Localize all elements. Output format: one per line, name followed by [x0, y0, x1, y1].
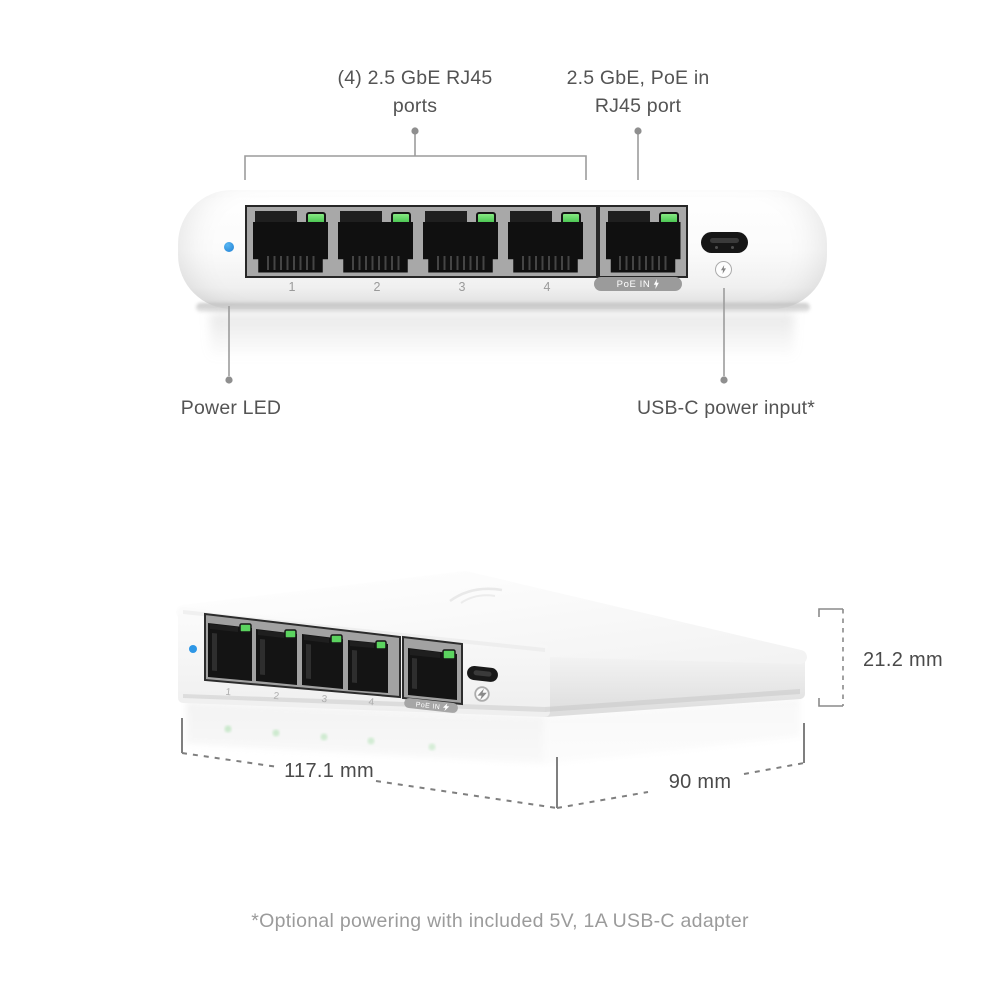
port-tab [340, 210, 382, 223]
port-jack [338, 221, 413, 273]
label-power-led: Power LED [180, 397, 282, 419]
port-number-3: 3 [321, 694, 328, 706]
rj45-port-3 [422, 210, 499, 274]
dimension-depth: 90 mm [668, 771, 732, 793]
port-tab [425, 210, 467, 223]
usbc-slot [710, 238, 739, 243]
usbc-port [467, 666, 498, 682]
port-number-4: 4 [543, 280, 551, 294]
rj45-port-2 [337, 210, 414, 274]
usbc-screw-dot [715, 246, 718, 249]
link-led-icon [375, 640, 387, 650]
usbc-screw-dot [731, 246, 734, 249]
rj45-port-poe [605, 210, 682, 274]
ubiquiti-logo-emboss [460, 594, 496, 604]
port-number-2: 2 [273, 691, 280, 703]
switch-reflection [210, 313, 794, 359]
switch-base-shadow [196, 303, 810, 312]
port-panel-main [245, 205, 598, 278]
rj45-port-1 [252, 210, 329, 274]
port-panel-poe [598, 205, 688, 278]
height-dimension-lines [818, 608, 844, 707]
label-poe-port-line2: RJ45 port [594, 95, 682, 117]
link-led-icon [284, 629, 297, 639]
ubiquiti-logo-emboss [449, 587, 503, 603]
label-rj45-ports: (4) 2.5 GbE RJ45 ports [305, 64, 525, 120]
poe-in-label: PoE IN [616, 278, 651, 290]
leader-dot [720, 376, 728, 384]
floor-dimension-lines [181, 718, 805, 809]
port-jack [423, 221, 498, 273]
label-poe-port: 2.5 GbE, PoE in RJ45 port [540, 64, 736, 120]
power-led-indicator [189, 645, 197, 653]
port-tab [255, 210, 297, 223]
dimension-length: 117.1 mm [284, 760, 374, 782]
port-number-3: 3 [458, 280, 466, 294]
link-led-icon [330, 634, 343, 644]
poe-in-label: PoE IN [415, 702, 440, 712]
port-jack [253, 221, 328, 273]
rj45-ports-perspective [208, 623, 457, 700]
perspective-reflection [140, 696, 860, 841]
leader-dot [411, 127, 419, 135]
label-rj45-ports-line2: ports [392, 95, 438, 117]
port-jack [605, 221, 681, 273]
power-badge-icon [474, 686, 490, 702]
leader-dot [634, 127, 642, 135]
lightning-bolt-icon [720, 265, 727, 274]
label-usbc-power-input: USB-C power input* [636, 397, 816, 419]
port-numbers-perspective: 1 2 3 4 [225, 687, 375, 709]
dimension-height: 21.2 mm [863, 649, 943, 671]
rj45-port-4 [507, 210, 584, 274]
port-number-4: 4 [368, 697, 375, 709]
lightning-bolt-icon [477, 688, 487, 700]
label-rj45-ports-line1: (4) 2.5 GbE RJ45 [337, 67, 493, 89]
lightning-bolt-icon [442, 703, 450, 712]
footnote-text: *Optional powering with included 5V, 1A … [251, 910, 749, 932]
link-led-icon [239, 623, 252, 633]
top-front-crease [183, 610, 545, 652]
port-jack [508, 221, 583, 273]
port-number-1: 1 [225, 687, 232, 699]
usbc-port [701, 232, 748, 253]
port-number-2: 2 [373, 280, 381, 294]
poe-in-badge: PoE IN [594, 277, 682, 291]
power-led-indicator [224, 242, 234, 252]
port-number-1: 1 [288, 280, 296, 294]
power-badge-icon [715, 261, 732, 278]
label-poe-port-line1: 2.5 GbE, PoE in [566, 67, 710, 89]
lightning-bolt-icon [653, 279, 659, 289]
ports-bracket-line [244, 155, 587, 180]
side-bottom-edge [545, 689, 800, 712]
link-led-icon [442, 649, 456, 660]
port-tab [607, 210, 650, 223]
poe-in-badge: PoE IN [404, 698, 458, 713]
leader-dot [225, 376, 233, 384]
port-tab [510, 210, 552, 223]
